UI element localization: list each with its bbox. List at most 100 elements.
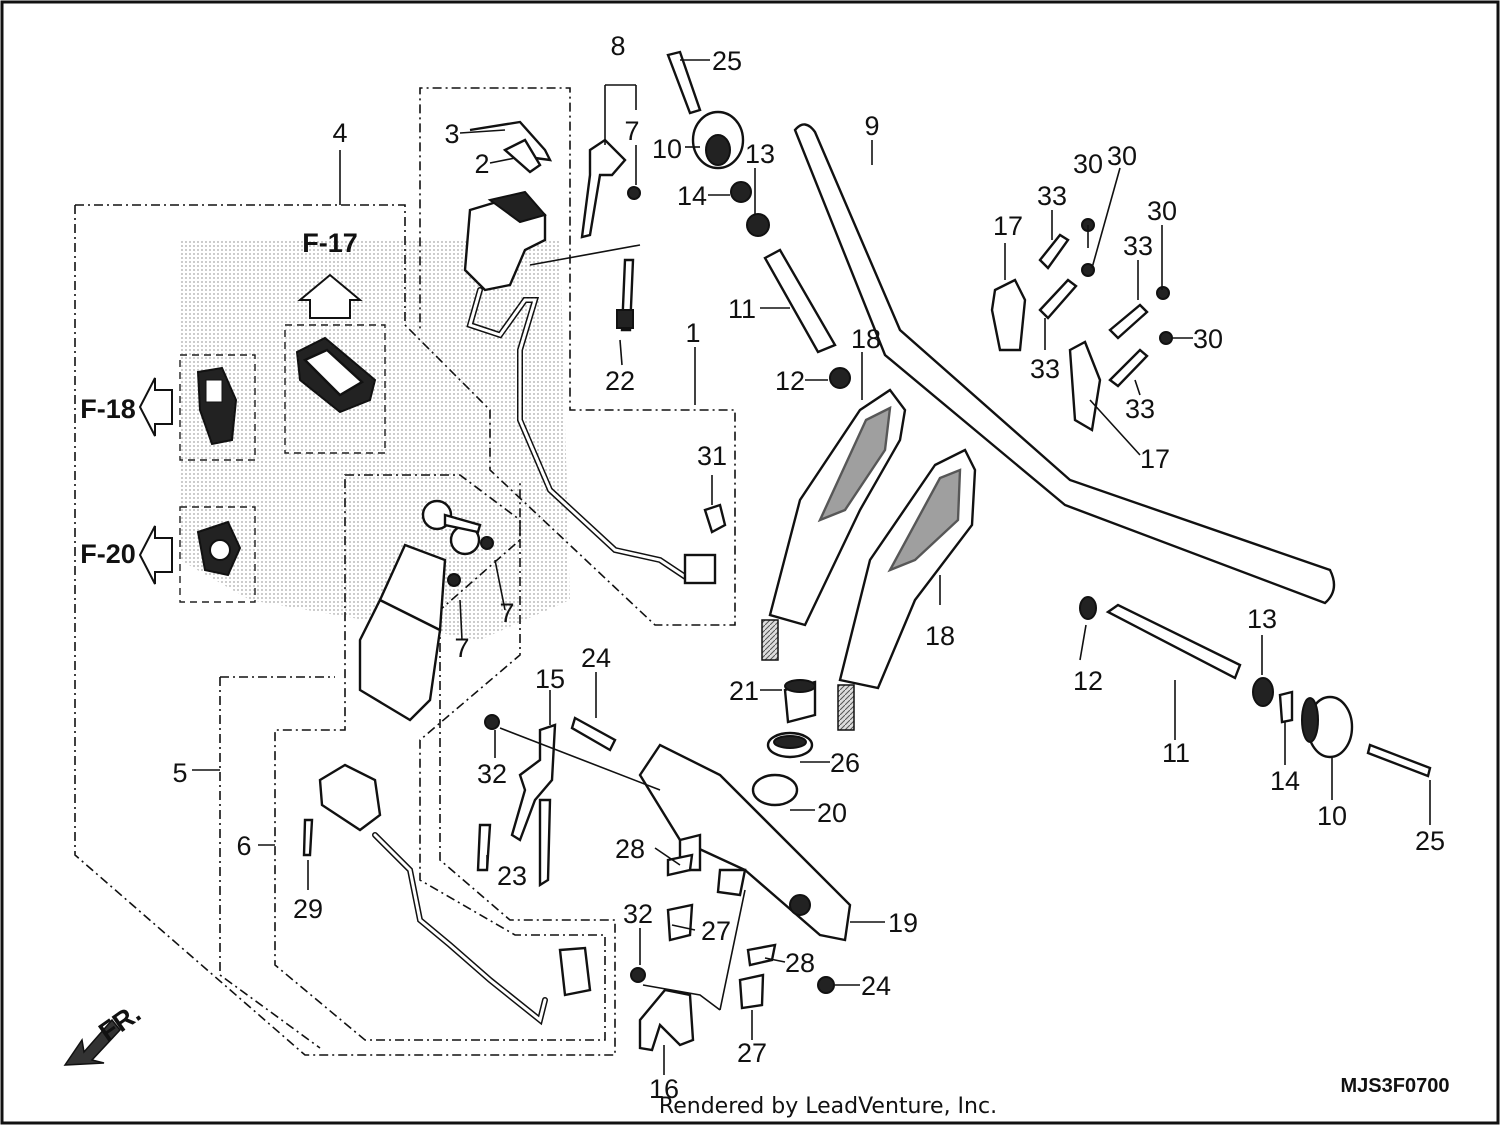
section-ref-f18[interactable]: F-18: [80, 394, 136, 424]
callout-17: 17: [993, 211, 1023, 241]
ring-icon: [746, 213, 770, 237]
handle-switch-icon: [318, 763, 592, 1026]
screw-icon: [616, 258, 635, 332]
callout-17: 17: [1140, 444, 1170, 474]
callout-25: 25: [1415, 826, 1445, 856]
callout-23: 23: [497, 861, 527, 891]
callout-13: 13: [745, 139, 775, 169]
callout-16: 16: [649, 1074, 679, 1104]
callout-12: 12: [1073, 666, 1103, 696]
handlebar-icon: [793, 123, 1336, 605]
callout-32: 32: [477, 759, 507, 789]
callout-6: 6: [236, 831, 251, 861]
section-ref-f20[interactable]: F-20: [80, 539, 136, 569]
front-direction-icon: [63, 1018, 121, 1066]
callout-30: 30: [1073, 149, 1103, 179]
callout-14: 14: [677, 181, 707, 211]
callout-28: 28: [615, 834, 645, 864]
callout-29: 29: [293, 894, 323, 924]
screw-icon: [476, 823, 492, 872]
callout-33: 33: [1030, 354, 1060, 384]
nut-icon: [484, 714, 500, 730]
collar-icon: [730, 181, 752, 203]
stay-icon: [638, 988, 695, 1052]
nut-icon: [630, 967, 646, 983]
callout-8: 8: [610, 31, 625, 61]
callout-3: 3: [444, 119, 459, 149]
callout-24: 24: [861, 971, 891, 1001]
callout-15: 15: [535, 664, 565, 694]
arrow-left-icon: [138, 377, 173, 437]
group-outline-6: [219, 676, 335, 1049]
callout-27: 27: [737, 1038, 767, 1068]
callout-10: 10: [1317, 801, 1347, 831]
switch-f17-icon: [295, 336, 377, 414]
callout-31: 31: [697, 441, 727, 471]
arrow-left-icon: [138, 525, 173, 585]
shaded-region: [180, 240, 570, 640]
bolt-icon: [1038, 233, 1149, 388]
switch-f20-icon: [196, 520, 242, 577]
key-icon: [580, 138, 627, 239]
lower-holder-icon: [638, 743, 852, 942]
callout-18: 18: [851, 324, 881, 354]
callout-25: 25: [712, 46, 742, 76]
callout-12: 12: [775, 366, 805, 396]
callout-14: 14: [1270, 766, 1300, 796]
callout-28: 28: [785, 948, 815, 978]
callout-11: 11: [1162, 738, 1190, 768]
callout-26: 26: [830, 748, 860, 778]
group-outline-1: [75, 87, 736, 626]
ignition-switch-icon: [463, 190, 717, 585]
lock-assembly-icon: [358, 499, 482, 722]
riser-icon: [837, 448, 977, 731]
callout-21: 21: [729, 676, 759, 706]
nut-icon: [447, 186, 641, 587]
group-outline-4: [74, 205, 616, 1056]
render-credit: Rendered by LeadVenture, Inc.: [659, 1094, 997, 1119]
switch-f18-icon: [196, 366, 238, 446]
callout-5: 5: [172, 758, 187, 788]
section-box-f18: [179, 354, 256, 461]
callout-30: 30: [1107, 141, 1137, 171]
callout-33: 33: [1037, 181, 1067, 211]
rubber-icon: [829, 367, 851, 389]
callout-30: 30: [1193, 324, 1223, 354]
nut-icon: [1081, 218, 1173, 345]
callout-33: 33: [1125, 394, 1155, 424]
callout-22: 22: [605, 366, 635, 396]
callout-1: 1: [685, 318, 700, 348]
callout-32: 32: [623, 899, 653, 929]
nut-icon: [817, 976, 835, 994]
callout-7: 7: [624, 116, 639, 146]
callout-33: 33: [1123, 231, 1153, 261]
section-box-f17: [284, 324, 386, 454]
weight-rod-icon: [763, 248, 837, 354]
callout-2: 2: [474, 149, 489, 179]
callout-30: 30: [1147, 196, 1177, 226]
section-box-f20: [179, 506, 256, 603]
callout-7: 7: [454, 633, 469, 663]
group-outline-5: [274, 474, 606, 1041]
clamp-icon: [703, 503, 727, 534]
leader-lines: [192, 59, 1431, 1075]
bar-end-weight-icon: [691, 110, 745, 170]
weight-assembly-right-icon: [1079, 596, 1432, 778]
callout-24: 24: [581, 643, 611, 673]
holder-upper-icon: [990, 278, 1102, 432]
callout-11: 11: [728, 294, 756, 324]
callout-4: 4: [332, 118, 347, 148]
callout-19: 19: [888, 908, 918, 938]
section-ref-f17[interactable]: F-17: [302, 228, 358, 258]
screw-icon: [302, 818, 314, 857]
bushing-icon: [751, 679, 817, 807]
arrow-up-icon: [297, 273, 363, 319]
callout-20: 20: [817, 798, 847, 828]
callout-27: 27: [701, 916, 731, 946]
drawing-code: MJS3F0700: [1341, 1075, 1450, 1097]
bolt-icon: [666, 50, 702, 115]
callout-18: 18: [925, 621, 955, 651]
callout-7: 7: [499, 598, 514, 628]
